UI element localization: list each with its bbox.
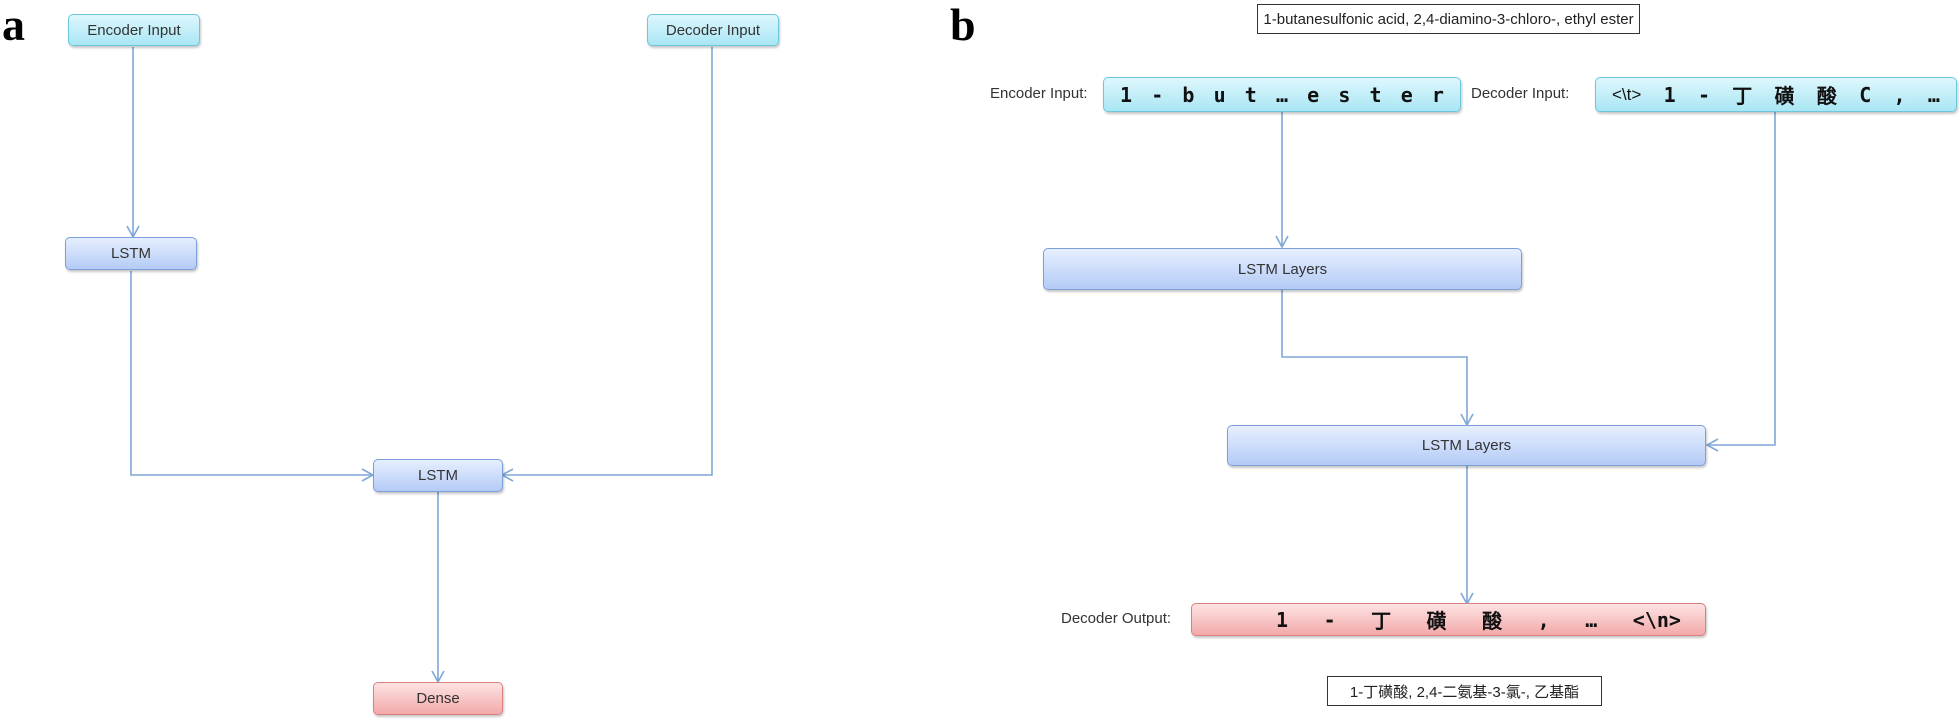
panel-b-label: b: [950, 0, 976, 50]
encoder-token: t: [1369, 82, 1382, 107]
edge-decoder-input-to-lstm-layers-2: [1705, 112, 1776, 452]
decoder-input-label: Decoder Input:: [1471, 85, 1570, 102]
encoder-token: e: [1400, 82, 1413, 107]
encoder-token: t: [1244, 82, 1257, 107]
encoder-token: -: [1151, 82, 1164, 107]
decoder-input-token: 酸: [1816, 84, 1837, 108]
decoder-output-token: -: [1323, 607, 1336, 632]
encoder-token: …: [1275, 82, 1288, 107]
decoder-output-label: Decoder Output:: [1061, 610, 1172, 627]
panel-a-label: a: [2, 0, 25, 50]
lstm-layers-node-1: LSTM Layers: [1043, 248, 1522, 290]
edge-decoder-to-lstm2: [500, 47, 713, 482]
edge-lstm-to-lstm2: [130, 271, 375, 482]
encoder-token: s: [1338, 82, 1351, 107]
dense-node: Dense: [373, 682, 503, 715]
target-name-box: 1-丁磺酸, 2,4-二氨基-3-氯-, 乙基酯: [1327, 676, 1602, 706]
encoder-token: u: [1213, 82, 1226, 107]
source-name-box: 1-butanesulfonic acid, 2,4-diamino-3-chl…: [1257, 4, 1640, 34]
decoder-output-token: 酸: [1482, 609, 1503, 633]
decoder-output-sequence: 1 - 丁 磺 酸 , … <\n>: [1191, 603, 1706, 636]
decoder-output-token: ,: [1537, 607, 1550, 632]
encoder-token: b: [1182, 82, 1195, 107]
lstm-node-2: LSTM: [373, 459, 503, 492]
decoder-input-sequence: <\t> 1 - 丁 磺 酸 C , …: [1595, 77, 1957, 112]
encoder-input-node: Encoder Input: [68, 14, 200, 46]
lstm-layers-node-2: LSTM Layers: [1227, 425, 1706, 466]
decoder-input-token: -: [1697, 82, 1710, 107]
encoder-input-sequence: 1 - b u t … e s t e r: [1103, 77, 1461, 112]
decoder-input-token: 1: [1663, 82, 1676, 107]
edge-lstm-layers-to-lstm-layers-2: [1281, 290, 1474, 427]
decoder-output-token: 磺: [1426, 609, 1447, 633]
lstm-node-1: LSTM: [65, 237, 197, 270]
decoder-output-token: …: [1585, 607, 1598, 632]
encoder-token: e: [1307, 82, 1320, 107]
decoder-output-token: 1: [1276, 607, 1289, 632]
decoder-output-token: <\n>: [1632, 607, 1681, 632]
encoder-token: r: [1431, 82, 1444, 107]
decoder-input-token: 丁: [1732, 84, 1753, 108]
encoder-input-label: Encoder Input:: [990, 85, 1088, 102]
decoder-input-token: 磺: [1774, 84, 1795, 108]
decoder-input-token: <\t>: [1612, 84, 1642, 104]
decoder-output-token: 丁: [1371, 609, 1392, 633]
encoder-token: 1: [1120, 82, 1133, 107]
decoder-input-token: …: [1927, 82, 1940, 107]
decoder-input-token: ,: [1893, 82, 1906, 107]
decoder-input-token: C: [1859, 82, 1872, 107]
decoder-input-node: Decoder Input: [647, 14, 779, 46]
